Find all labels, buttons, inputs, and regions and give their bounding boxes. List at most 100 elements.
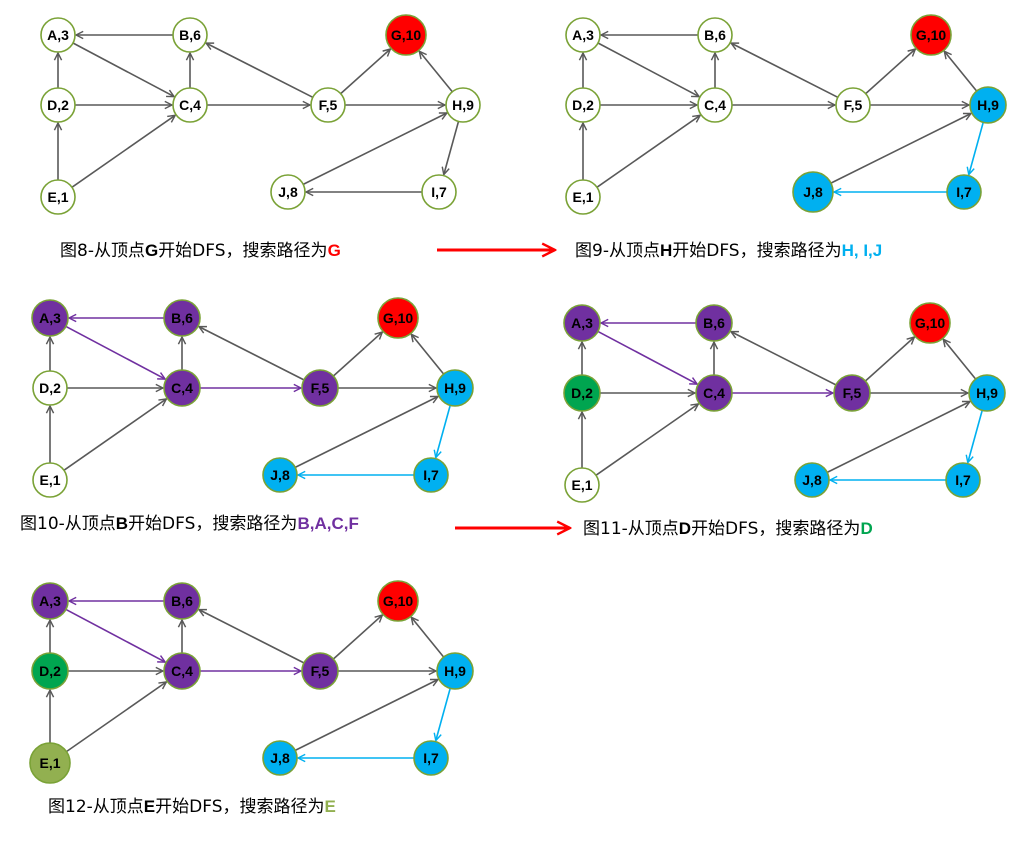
node-label: A,3 [572, 27, 594, 43]
edge-h-i [436, 405, 451, 457]
edge-f-g [332, 332, 382, 377]
edge-h-g [411, 617, 445, 658]
node-d: D,2 [40, 87, 76, 123]
node-e: E,1 [565, 179, 601, 215]
node-c: C,4 [697, 87, 733, 123]
edge-f-b [731, 332, 837, 386]
node-b: B,6 [172, 17, 208, 53]
node-label: F,5 [844, 97, 863, 113]
node-label: E,1 [39, 755, 60, 771]
node-h: H,9 [968, 374, 1006, 412]
node-label: F,5 [311, 380, 330, 396]
node-g: G,10 [909, 302, 951, 344]
node-label: I,7 [423, 467, 439, 483]
edge-h-g [411, 334, 445, 375]
node-label: C,4 [171, 663, 193, 679]
node-label: C,4 [704, 97, 726, 113]
node-label: I,7 [956, 184, 972, 200]
edge-j-h [294, 680, 438, 752]
edge-j-h [830, 114, 971, 184]
node-h: H,9 [969, 86, 1007, 124]
node-g: G,10 [377, 580, 419, 622]
node-label: H,9 [452, 97, 474, 113]
edge-f-b [731, 43, 839, 99]
node-label: E,1 [47, 189, 68, 205]
node-j: J,8 [792, 171, 834, 213]
node-d: D,2 [32, 370, 68, 406]
figure-caption: 图10-从顶点B开始DFS，搜索路径为B,A,C,F [20, 514, 359, 534]
node-f: F,5 [310, 87, 346, 123]
node-a: A,3 [40, 17, 76, 53]
node-i: I,7 [413, 457, 449, 493]
node-j: J,8 [262, 740, 298, 776]
edge-f-b [199, 610, 305, 664]
node-c: C,4 [172, 87, 208, 123]
node-label: C,4 [703, 385, 725, 401]
edge-h-i [436, 688, 451, 740]
edge-f-b [206, 43, 314, 99]
node-label: C,4 [171, 380, 193, 396]
edge-h-g [944, 51, 978, 92]
node-label: B,6 [179, 27, 201, 43]
node-label: E,1 [572, 189, 593, 205]
node-label: G,10 [915, 315, 946, 331]
node-j: J,8 [262, 457, 298, 493]
edge-j-h [302, 113, 447, 186]
node-f: F,5 [835, 87, 871, 123]
node-f: F,5 [301, 369, 339, 407]
node-a: A,3 [563, 304, 601, 342]
node-a: A,3 [31, 582, 69, 620]
node-label: J,8 [270, 750, 290, 766]
node-label: E,1 [571, 477, 592, 493]
edge-f-g [332, 615, 382, 660]
node-a: A,3 [31, 299, 69, 337]
node-label: I,7 [431, 184, 447, 200]
node-h: H,9 [436, 652, 474, 690]
node-label: G,10 [391, 27, 422, 43]
node-h: H,9 [436, 369, 474, 407]
node-label: D,2 [39, 380, 61, 396]
node-label: H,9 [976, 385, 998, 401]
node-label: F,5 [311, 663, 330, 679]
edge-e-c [65, 682, 166, 753]
node-e: E,1 [40, 179, 76, 215]
node-d: D,2 [565, 87, 601, 123]
edge-e-c [71, 115, 175, 188]
node-i: I,7 [945, 462, 981, 498]
node-label: A,3 [39, 593, 61, 609]
node-c: C,4 [163, 369, 201, 407]
figure-caption: 图9-从顶点H开始DFS，搜索路径为H, I,J [575, 241, 882, 261]
node-label: J,8 [270, 467, 290, 483]
node-label: D,2 [47, 97, 69, 113]
node-c: C,4 [695, 374, 733, 412]
node-label: J,8 [802, 472, 822, 488]
node-label: B,6 [171, 593, 193, 609]
node-b: B,6 [163, 582, 201, 620]
node-h: H,9 [445, 87, 481, 123]
edge-h-i [444, 121, 460, 174]
node-label: B,6 [703, 315, 725, 331]
edge-h-i [969, 122, 984, 174]
node-label: D,2 [572, 97, 594, 113]
node-label: E,1 [39, 472, 60, 488]
node-b: B,6 [695, 304, 733, 342]
node-i: I,7 [946, 174, 982, 210]
node-label: B,6 [171, 310, 193, 326]
node-label: H,9 [444, 663, 466, 679]
edge-h-g [943, 339, 977, 380]
node-label: B,6 [704, 27, 726, 43]
node-a: A,3 [565, 17, 601, 53]
node-i: I,7 [413, 740, 449, 776]
node-label: A,3 [571, 315, 593, 331]
edge-f-b [199, 327, 305, 381]
edge-f-g [864, 337, 914, 382]
edge-e-c [63, 399, 166, 471]
node-e: E,1 [564, 467, 600, 503]
edge-e-c [595, 404, 699, 476]
edge-a-c [597, 42, 699, 97]
node-label: A,3 [47, 27, 69, 43]
